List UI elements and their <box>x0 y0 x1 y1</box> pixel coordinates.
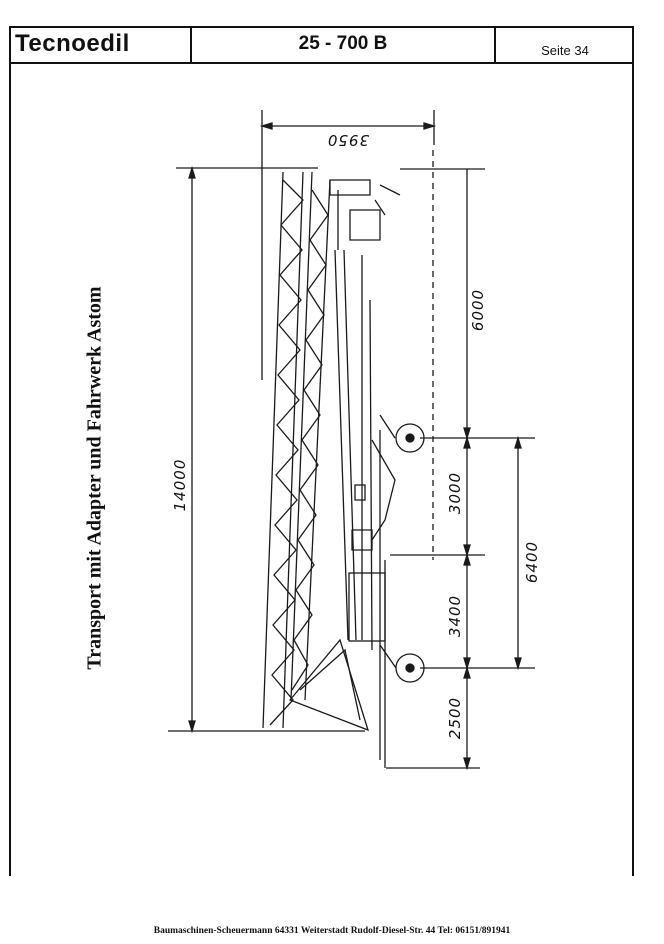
header-bar: Tecnoedil 25 - 700 B Seite 34 <box>9 26 634 64</box>
model-number: 25 - 700 B <box>192 26 496 62</box>
dim-label-front-section: 6000 <box>469 288 487 332</box>
dim-line-top-width <box>259 110 437 380</box>
lattice-mast <box>262 171 331 729</box>
dim-label-overall-length: 14000 <box>171 458 189 512</box>
brand-name: Tecnoedil <box>9 26 192 62</box>
chassis <box>329 179 401 768</box>
axle-rear <box>379 644 425 683</box>
footer-address: Baumaschinen-Scheuermann 64331 Weitersta… <box>153 926 511 936</box>
dim-label-top-width: 3950 <box>326 131 370 149</box>
dim-label-axle-gap-a: 3000 <box>446 471 464 515</box>
crane-boom <box>288 190 370 732</box>
dim-line-right-chain <box>386 168 535 771</box>
dim-label-wheelbase: 6400 <box>523 540 541 584</box>
page-frame <box>9 26 634 876</box>
axle-front <box>379 414 425 453</box>
page-number: Seite 34 <box>541 43 589 58</box>
dim-line-overall-length <box>168 165 365 734</box>
dim-label-axle-gap-b: 3400 <box>446 594 464 638</box>
dim-label-rear-overhang: 2500 <box>446 696 464 740</box>
